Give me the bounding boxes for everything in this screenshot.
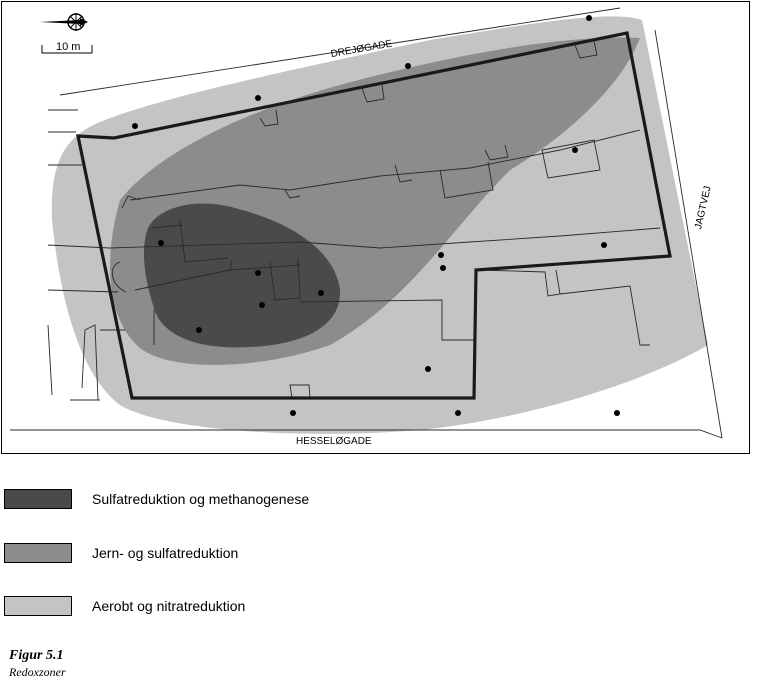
well-point [438, 252, 444, 258]
site-boundary [76, 31, 672, 400]
well-point [196, 327, 202, 333]
legend-label: Aerobt og nitratreduktion [92, 598, 246, 614]
well-point [586, 15, 592, 21]
legend-swatch [4, 596, 72, 616]
well-point [318, 290, 324, 296]
legend-label: Sulfatreduktion og methanogenese [92, 491, 310, 507]
well-point [290, 410, 296, 416]
well-point [614, 410, 620, 416]
street-label-bottom: HESSELØGADE [296, 436, 372, 447]
site-map: 10 m DREJØGADE HESSELØGADE JAGTVEJ [1, 1, 750, 454]
legend-item-sulfat-methan: Sulfatreduktion og methanogenese [4, 488, 309, 510]
building-outlines [10, 7, 723, 439]
well-point [572, 147, 578, 153]
monitoring-wells [132, 15, 620, 416]
well-point [132, 123, 138, 129]
well-point [601, 242, 607, 248]
legend-item-jern-sulfat: Jern- og sulfatreduktion [4, 542, 238, 564]
figure-caption: Figur 5.1 Redoxzoner [9, 648, 66, 680]
caption-subtitle: Redoxzoner [9, 665, 66, 679]
well-point [405, 63, 411, 69]
north-arrow-icon [40, 13, 88, 31]
caption-title: Figur 5.1 [9, 648, 64, 663]
well-point [255, 270, 261, 276]
scale-bar: 10 m [41, 41, 93, 54]
legend-label: Jern- og sulfatreduktion [92, 545, 239, 561]
legend-swatch [4, 543, 72, 563]
well-point [455, 410, 461, 416]
well-point [425, 366, 431, 372]
scale-label: 10 m [56, 41, 80, 53]
well-point [158, 240, 164, 246]
well-point [440, 265, 446, 271]
legend-item-aerob-nitrat: Aerobt og nitratreduktion [4, 595, 245, 617]
well-point [255, 95, 261, 101]
well-point [259, 302, 265, 308]
legend-swatch [4, 489, 72, 509]
zone-sulfat-methan [143, 203, 341, 348]
